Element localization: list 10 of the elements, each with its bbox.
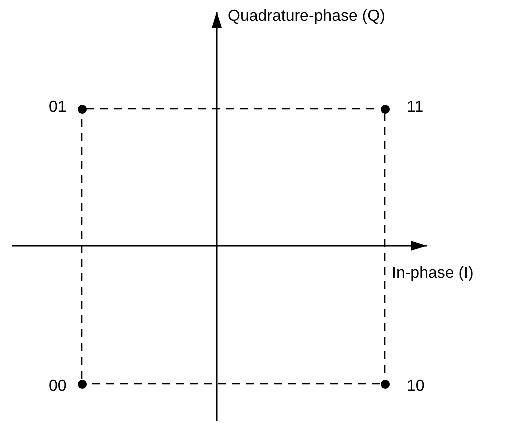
- constellation-point: [78, 380, 86, 388]
- symbol-label: 10: [407, 378, 425, 396]
- symbol-label: 01: [49, 99, 67, 117]
- axis-label: In-phase (I): [392, 265, 474, 283]
- symbol-label: 00: [49, 378, 67, 396]
- constellation-point: [380, 104, 390, 114]
- symbol-label: 11: [407, 99, 424, 117]
- constellation-point: [78, 104, 86, 114]
- constellation-point: [380, 380, 390, 388]
- axis-label: Quadrature-phase (Q): [228, 8, 386, 26]
